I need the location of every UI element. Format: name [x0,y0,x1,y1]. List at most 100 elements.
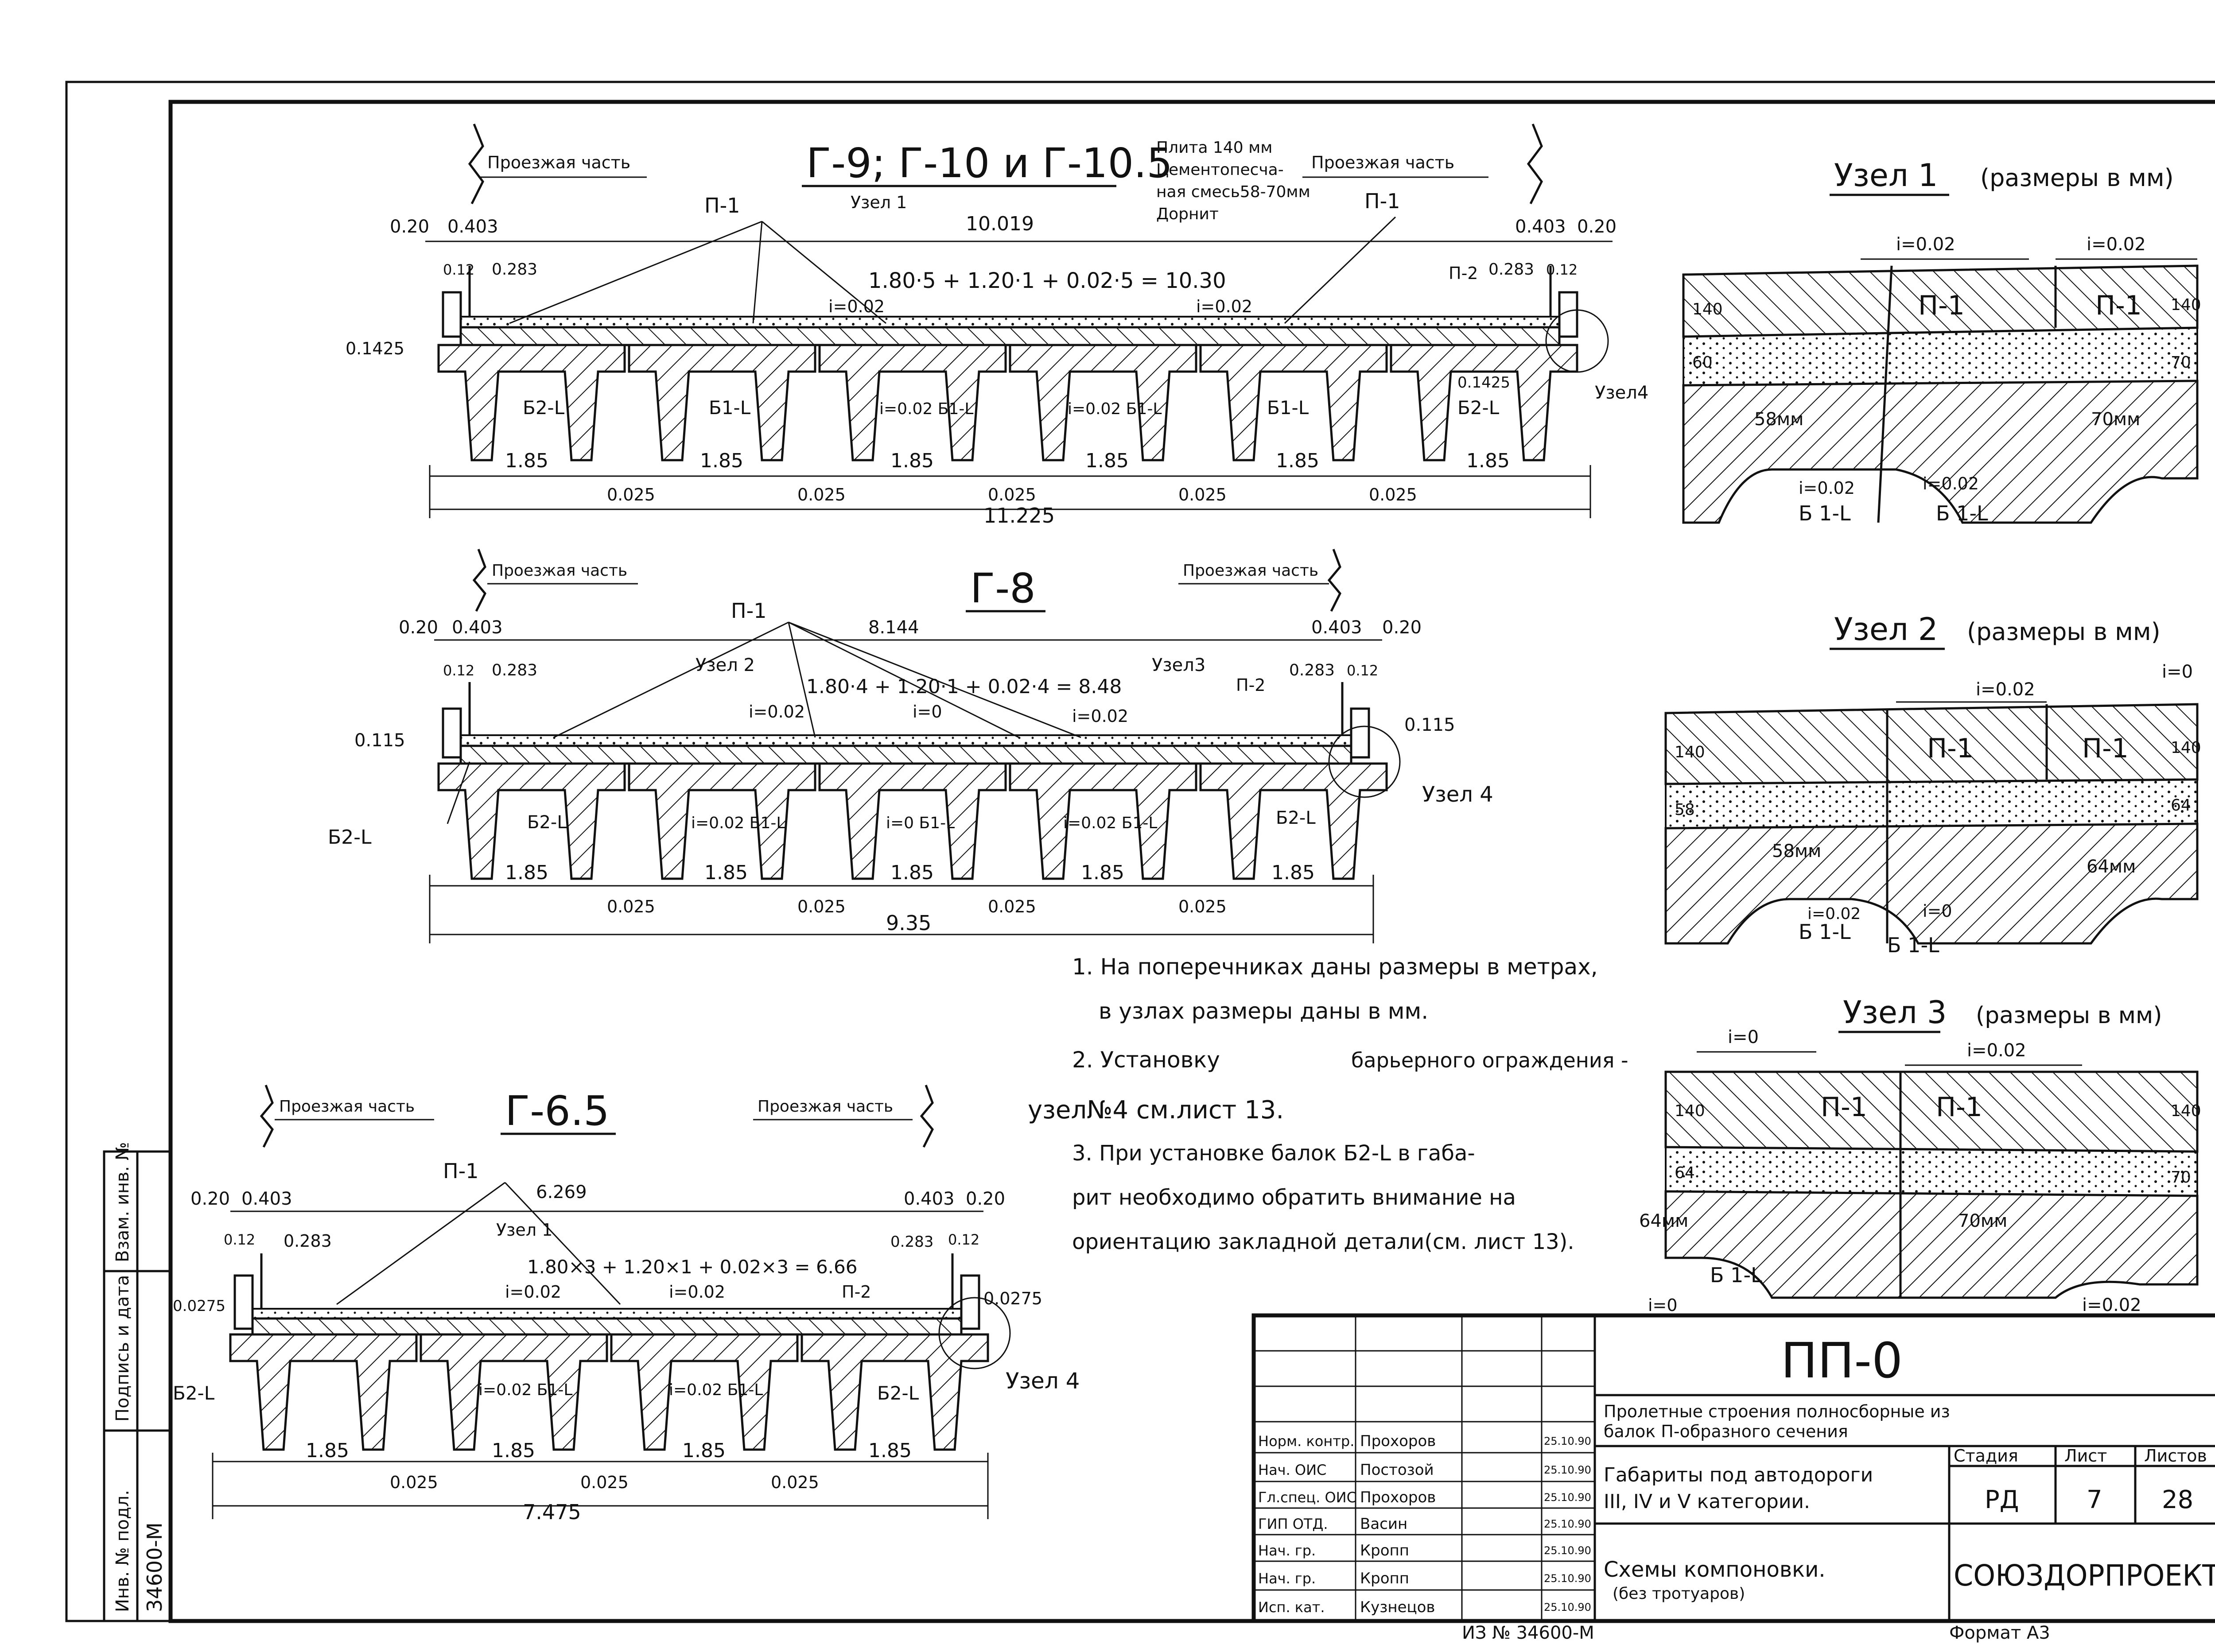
note-line: в узлах размеры даны в мм. [1099,998,1428,1024]
span-dim: 1.85 [890,861,934,884]
section-title: Г-9; Г-10 и Г-10.5 [806,140,1173,187]
dim: 140 [2171,739,2201,757]
beam-label: i=0 Б1-L [886,814,955,832]
roles: Нач. ОИС [1258,1462,1326,1478]
dim: i=0.02 [828,297,885,316]
note-line: 2. Установку [1072,1047,1220,1073]
span-dim: 1.85 [682,1439,726,1462]
panel-label: П-1 [704,194,740,217]
slope: i=0 [2162,662,2193,682]
lane-label-right: Проезжая часть [1183,562,1318,580]
dim: 0.20 [390,217,429,237]
beam-label: Б1-L [1267,397,1309,419]
dates: 25.10.90 [1544,1464,1591,1476]
span-dim: 1.85 [1081,861,1124,884]
node-title: Узел 2 [1834,611,1938,648]
dates: 25.10.90 [1544,1572,1591,1585]
gap-dim: 0.025 [988,485,1036,504]
panel-label: П-2 [1449,264,1478,283]
doc-desc: Пролетные строения полносборные из [1604,1402,1950,1421]
gap-dim: 0.025 [1178,897,1227,916]
note-line: ориентацию закладной детали(см. лист 13)… [1072,1229,1574,1254]
sheets-header: Листов [2144,1446,2207,1466]
node-3-detail: Узел 3 (размеры в мм) i=0 i=0.02 П-1 П-1… [1639,994,2201,1315]
dates: 25.10.90 [1544,1435,1591,1447]
section-title: Г-8 [970,565,1036,612]
gap-dim: 0.025 [988,897,1036,916]
general-notes: 1. На поперечниках даны размеры в метрах… [1028,954,1628,1254]
names: Кропп [1360,1542,1409,1559]
panel-label: П-2 [842,1282,871,1302]
dim: 140 [2171,1102,2201,1120]
slope: i=0.02 [1923,474,1979,493]
dim: 70 [2171,1168,2191,1187]
note-line: 3. При установке балок Б2-L в габа- [1072,1141,1475,1166]
beam-label: Б2-L [877,1382,919,1404]
gap-dim: 0.025 [797,897,846,916]
span-dim: 1.85 [704,861,748,884]
beam-label: Б2-L [523,397,565,419]
total-dim: 11.225 [983,504,1055,527]
node-2-detail: Узел 2 (размеры в мм) i=0.02 i=0 П-1 П-1… [1664,611,2201,957]
panel-label: П-1 [731,599,766,623]
node-label: Узел 4 [1422,782,1493,807]
panel-label: П-1 [2082,733,2129,764]
dim: 0.403 [904,1189,955,1209]
gap-dim: 0.025 [390,1473,438,1492]
section-g9-g10: Г-9; Г-10 и Г-10.5 Проезжая часть Проезж… [346,124,1648,527]
sheet-format: Формат А3 [1949,1623,2050,1643]
slope: i=0.02 [1799,478,1855,498]
dim: 0.115 [354,730,405,751]
span-dim: 1.85 [890,450,934,472]
total-dim: 7.475 [523,1500,581,1524]
dim: 0.1425 [1457,374,1510,392]
beam-label: Б2-L [173,1382,215,1404]
beam-label: i=0.02 Б1-L [691,814,785,832]
dim: 0.0275 [173,1297,225,1315]
span-dim: 1.85 [1276,450,1319,472]
dim: 0.403 [452,617,503,638]
dim: 64 [2171,796,2191,814]
sheet-header: Лист [2064,1446,2107,1466]
gap-dim: 0.025 [1178,485,1227,504]
panel-label: П-2 [1236,675,1265,695]
width-dimension: 6.269 [536,1182,587,1202]
dim: 0.0275 [983,1289,1042,1308]
dim: 58мм [1772,841,1821,861]
node-title: Узел 3 [1843,994,1947,1031]
beam-label: Б1-L [709,397,751,419]
beam-label: Б 1-L [1710,1263,1762,1287]
span-dim: 1.85 [1085,450,1129,472]
beam-label: Б2-L [328,826,372,849]
dates: 25.10.90 [1544,1544,1591,1557]
span-dim: 1.85 [1466,450,1510,472]
outer-frame [65,81,2215,1623]
node-label: Узел3 [1152,655,1205,675]
beam-label: Б2-L [527,812,567,833]
lane-label-right: Проезжая часть [1311,153,1454,172]
dim: 0.12 [948,1231,979,1248]
span-dim: 1.85 [505,861,548,884]
panel-label: П-1 [1364,189,1400,213]
panel-label: П-1 [1927,733,1974,764]
roles: ГИП ОТД. [1258,1516,1328,1532]
gap-dim: 0.025 [771,1473,819,1492]
dim: 0.283 [890,1233,933,1251]
sheets-value: 28 [2162,1485,2193,1514]
dim: 0.283 [492,661,537,679]
node-units: (размеры в мм) [1976,1002,2162,1029]
beam-label: Б 1-L [1799,920,1851,944]
formula: 1.80·5 + 1.20·1 + 0.02·5 = 10.30 [868,268,1226,293]
dim: 0.20 [1382,617,1422,638]
formula: 1.80·4 + 1.20·1 + 0.02·4 = 8.48 [806,675,1122,698]
node-label: Узел4 [1595,383,1648,403]
doc-sub: III, IV и V категории. [1604,1490,1810,1513]
dim: i=0.02 [749,702,805,721]
dim: 0.115 [1404,715,1455,735]
stage-value: РД [1985,1485,2019,1514]
dim: 70 [2171,353,2191,372]
slope: i=0.02 [1807,905,1861,923]
names: Кропп [1360,1570,1409,1587]
span-dim: 1.85 [306,1439,349,1462]
roles: Нач. гр. [1258,1542,1316,1559]
